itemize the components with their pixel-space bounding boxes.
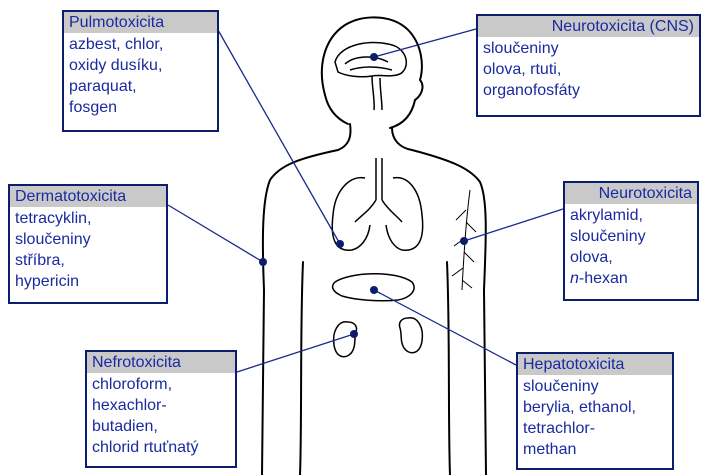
kidney-marker [350,330,358,338]
agent-line: fosgen [69,97,212,118]
neurotoxicity-cns-title: Neurotoxicita (CNS) [478,16,699,37]
nephrotoxicity-box: Nefrotoxicita chloroform, hexachlor- but… [85,350,237,468]
agent-line: organofosfáty [483,80,694,101]
agent-suffix: -hexan [579,270,628,287]
skin-marker [259,258,267,266]
kidneys-icon [334,318,423,357]
agent-line: olova, rtuti, [483,59,694,80]
agent-line: sloučeniny [483,38,694,59]
agent-line: sloučeniny [15,229,161,250]
neurotoxicity-box: Neurotoxicita akrylamid, sloučeniny olov… [563,181,699,301]
liver-marker [370,286,378,294]
pulmotoxicity-box: Pulmotoxicita azbest, chlor, oxidy dusík… [62,10,219,132]
pulmotoxicity-agents: azbest, chlor, oxidy dusíku, paraquat, f… [64,33,217,120]
agent-line: sloučeniny [523,376,667,397]
brain-icon [335,43,406,110]
agent-line-hexan: n-hexan [570,268,692,289]
neurotoxicity-title: Neurotoxicita [565,183,697,204]
agent-line: azbest, chlor, [69,34,212,55]
hepatotoxicity-agents: sloučeniny berylia, ethanol, tetrachlor-… [518,375,672,462]
nerve-marker [460,237,468,245]
agent-line: hypericin [15,271,161,292]
agent-line: oxidy dusíku, [69,55,212,76]
nephrotoxicity-agents: chloroform, hexachlor- butadien, chlorid… [87,373,235,460]
neurotoxicity-cns-box: Neurotoxicita (CNS) sloučeniny olova, rt… [476,14,701,117]
agent-line: tetrachlor- [523,418,667,439]
dermatotoxicity-box: Dermatotoxicita tetracyklin, sloučeniny … [8,184,168,304]
agent-line: stříbra, [15,250,161,271]
agent-line: butadien, [92,416,230,437]
agent-line: akrylamid, [570,205,692,226]
lungs-icon [332,158,422,250]
brain-marker [370,53,378,61]
agent-line: hexachlor- [92,395,230,416]
agent-line: tetracyklin, [15,208,161,229]
hepatotoxicity-box: Hepatotoxicita sloučeniny berylia, ethan… [516,352,674,470]
agent-line: olova, [570,247,692,268]
organ-markers [259,53,468,338]
neurotoxicity-agents: akrylamid, sloučeniny olova, n-hexan [565,204,697,291]
hepatotoxicity-title: Hepatotoxicita [518,354,672,375]
agent-line: berylia, ethanol, [523,397,667,418]
dermatotoxicity-title: Dermatotoxicita [10,186,166,207]
agent-line: methan [523,439,667,460]
italic-prefix: n [570,270,579,287]
body-outline [262,17,486,475]
neurotoxicity-cns-agents: sloučeniny olova, rtuti, organofosfáty [478,37,699,103]
dermatotoxicity-agents: tetracyklin, sloučeniny stříbra, hyperic… [10,207,166,294]
nephrotoxicity-title: Nefrotoxicita [87,352,235,373]
agent-line: chloroform, [92,374,230,395]
agent-line: sloučeniny [570,226,692,247]
lung-marker [336,240,344,248]
agent-line: paraquat, [69,76,212,97]
pulmotoxicity-title: Pulmotoxicita [64,12,217,33]
agent-line: chlorid rtuťnatý [92,437,230,458]
